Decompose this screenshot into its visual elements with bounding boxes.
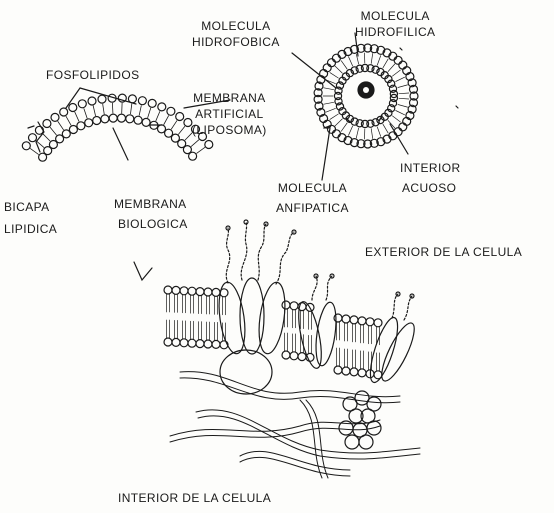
label-fosfolipidos: FOSFOLIPIDOS — [46, 67, 139, 83]
membrane-proteins — [215, 278, 420, 394]
label-molecula-hidrofilica: MOLECULA HIDROFILICA — [355, 8, 435, 40]
label-bicapa-lipidica: BICAPA LIPIDICA — [4, 196, 57, 240]
label-molecula-anfipatica: MOLECULA ANFIPATICA — [276, 178, 349, 218]
label-exterior-celula: EXTERIOR DE LA CELULA — [365, 244, 522, 260]
bead-cluster — [339, 391, 381, 449]
glycan-chains — [226, 220, 414, 320]
bilayer-fragment — [22, 94, 213, 161]
label-interior-acuoso: INTERIOR ACUOSO — [400, 158, 461, 198]
cell-membrane — [164, 286, 382, 379]
cytoskeleton-filaments — [170, 372, 420, 478]
label-membrana-artificial: MEMBRANA ARTIFICIAL (LIPOSOMA) — [192, 90, 267, 138]
label-membrana-biologica: MEMBRANA BIOLOGICA — [114, 194, 188, 234]
label-molecula-hidrofobica: MOLECULA HIDROFOBICA — [192, 18, 280, 50]
label-interior-celula: INTERIOR DE LA CELULA — [118, 490, 271, 506]
